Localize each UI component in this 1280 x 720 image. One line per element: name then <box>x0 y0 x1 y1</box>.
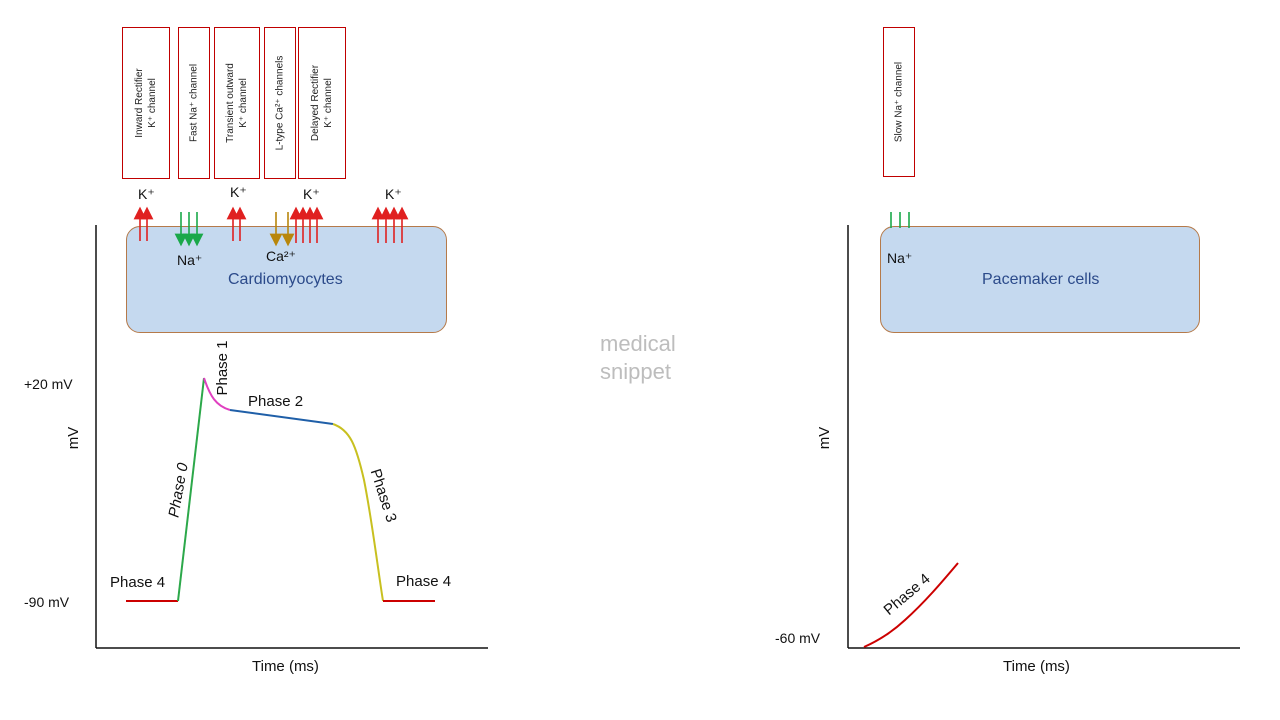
k-ion-label: K⁺ <box>230 184 247 200</box>
k-ion-label: K⁺ <box>385 186 402 202</box>
phase-4-label-pacemaker: Phase 4 <box>881 570 934 618</box>
channel-box-fast-na: Fast Na⁺ channel <box>178 27 210 179</box>
channel-box-transient-outward: Transient outward K⁺ channel <box>214 27 260 179</box>
y-tick-plus20: +20 mV <box>24 376 73 392</box>
channel-box-delayed-rectifier: Delayed Rectifier K⁺ channel <box>298 27 346 179</box>
pacemaker-phase-4-curve <box>863 562 959 648</box>
na-ion-label: Na⁺ <box>887 250 913 266</box>
ca-influx-arrows <box>269 212 295 247</box>
na-influx-arrows <box>174 212 204 247</box>
k-ion-label: K⁺ <box>303 186 320 202</box>
x-axis-label: Time (ms) <box>1003 658 1070 675</box>
y-tick-minus60: -60 mV <box>775 630 821 646</box>
watermark-line2: snippet <box>600 359 671 384</box>
k-efflux-arrows-transient-outward <box>226 206 247 241</box>
k-ion-label: K⁺ <box>138 186 155 202</box>
pacemaker-cells-label: Pacemaker cells <box>982 271 1100 288</box>
ca-ion-label: Ca²⁺ <box>266 248 296 264</box>
phase-2-plateau <box>229 409 334 425</box>
na-ion-label: Na⁺ <box>177 252 203 268</box>
k-efflux-arrows-delayed-rectifier <box>289 206 324 243</box>
phase-4-label-right: Phase 4 <box>396 573 452 590</box>
cardiomyocytes-label: Cardiomyocytes <box>228 271 343 288</box>
phase-3-label: Phase 3 <box>367 467 400 525</box>
y-axis-label: mV <box>65 427 82 450</box>
channel-box-l-type-ca: L-type Ca²⁺ channels <box>264 27 296 179</box>
slow-na-channel-lines <box>890 212 910 228</box>
phase-4-label-left: Phase 4 <box>110 574 166 591</box>
y-axis-label: mV <box>816 427 833 450</box>
phase-1-notch <box>203 377 231 411</box>
phase-0-upstroke <box>177 377 205 602</box>
channel-box-inward-rectifier: Inward Rectifier K⁺ channel <box>122 27 170 179</box>
k-efflux-arrows-right-group <box>371 206 409 243</box>
y-tick-minus90: -90 mV <box>24 594 70 610</box>
channel-box-slow-na: Slow Na⁺ channel <box>883 27 915 177</box>
phase-3-repolarization <box>332 423 384 602</box>
k-efflux-arrows-inward-rectifier <box>133 206 154 241</box>
watermark-line1: medical <box>600 331 676 356</box>
phase-2-label: Phase 2 <box>248 393 304 410</box>
x-axis-label: Time (ms) <box>252 658 319 675</box>
phase-1-label: Phase 1 <box>214 340 231 395</box>
pacemaker-cell <box>880 226 1200 333</box>
watermark: medical snippet <box>600 330 676 386</box>
